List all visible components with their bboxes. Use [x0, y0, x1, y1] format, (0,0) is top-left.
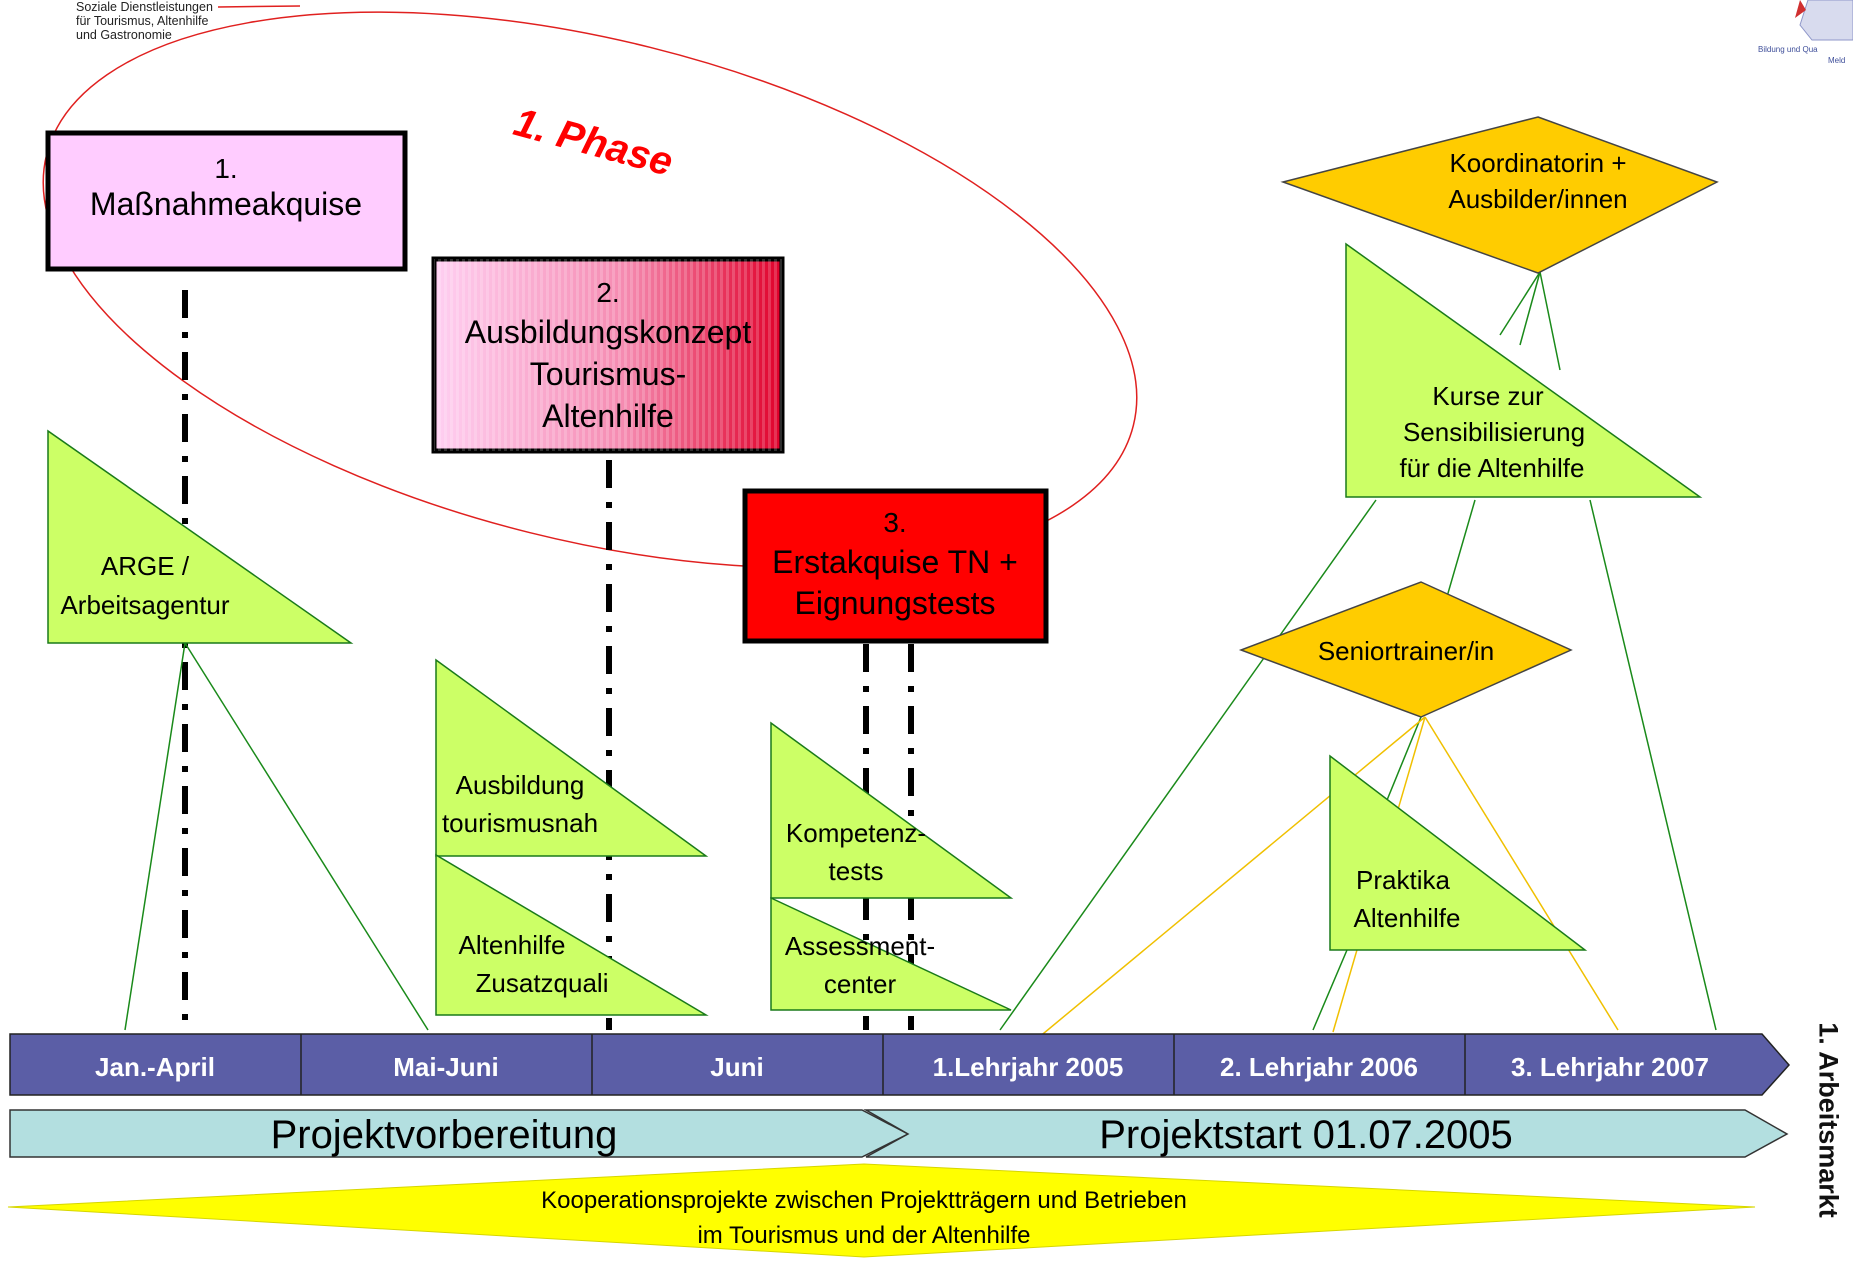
svg-text:Altenhilfe: Altenhilfe — [459, 930, 566, 960]
svg-text:Sensibilisierung: Sensibilisierung — [1403, 417, 1585, 447]
step-2-box: 2. Ausbildungskonzept Tourismus- Altenhi… — [431, 256, 785, 454]
svg-text:Ausbildung: Ausbildung — [456, 770, 585, 800]
yellow-connector-lines — [1031, 716, 1619, 1044]
timeline-bar: Jan.-April Mai-Juni Juni 1.Lehrjahr 2005… — [9, 1033, 1791, 1096]
svg-text:Ausbilder/innen: Ausbilder/innen — [1448, 184, 1627, 214]
step-2-line-1: Ausbildungskonzept — [465, 314, 752, 350]
org-line-1: Soziale Dienstleistungen — [76, 0, 213, 14]
svg-text:Seniortrainer/in: Seniortrainer/in — [1318, 636, 1494, 666]
logo-icon — [1795, 0, 1853, 41]
triangle-kompetenz: Kompetenz- tests — [770, 721, 1014, 899]
svg-text:ARGE /: ARGE / — [101, 551, 190, 581]
svg-text:für die Altenhilfe: für die Altenhilfe — [1399, 453, 1584, 483]
svg-text:tests: tests — [829, 856, 884, 886]
cooperation-banner: Kooperationsprojekte zwischen Projektträ… — [7, 1163, 1756, 1258]
diamond-koordinatorin: Koordinatorin + Ausbilder/innen — [1280, 116, 1719, 274]
org-connector-line — [217, 5, 301, 8]
svg-text:tourismusnah: tourismusnah — [442, 808, 598, 838]
logo-caption-2: Meld — [1828, 56, 1846, 65]
step-1-title: Maßnahmeakquise — [90, 186, 362, 222]
svg-text:Kurse zur: Kurse zur — [1432, 381, 1544, 411]
svg-text:Koordinatorin +: Koordinatorin + — [1449, 148, 1626, 178]
triangle-altenhilfe-zusatz: Altenhilfe Zusatzquali — [435, 853, 709, 1016]
logo-caption-1: Bildung und Qua — [1758, 45, 1818, 54]
triangle-kurse: Kurse zur Sensibilisierung für die Alten… — [1345, 242, 1703, 498]
triangle-ausbildung: Ausbildung tourismusnah — [435, 658, 709, 857]
step-2-line-2: Tourismus- — [530, 356, 686, 392]
green-connector-lines — [124, 271, 1717, 1031]
svg-text:Arbeitsagentur: Arbeitsagentur — [60, 590, 229, 620]
triangle-assessment: Assessment- center — [770, 896, 1012, 1011]
side-label-text: 1. Arbeitsmarkt — [1813, 1022, 1844, 1218]
timeline-segment-1: Jan.-April — [95, 1052, 215, 1082]
step-3-box: 3. Erstakquise TN + Eignungstests — [742, 488, 1049, 644]
phase-band-right: Projektstart 01.07.2005 — [863, 1109, 1789, 1158]
timeline-segment-6: 3. Lehrjahr 2007 — [1511, 1052, 1709, 1082]
org-line-2: für Tourismus, Altenhilfe — [76, 14, 209, 28]
step-1-box: 1. Maßnahmeakquise — [45, 130, 408, 272]
triangle-praktika: Praktika Altenhilfe — [1329, 754, 1588, 951]
step-3-number: 3. — [883, 507, 906, 538]
svg-text:Praktika: Praktika — [1356, 865, 1450, 895]
timeline-segment-3: Juni — [710, 1052, 763, 1082]
cooperation-line-2: im Tourismus und der Altenhilfe — [697, 1222, 1030, 1249]
timeline-segment-4: 1.Lehrjahr 2005 — [933, 1052, 1124, 1082]
phase-band-right-label: Projektstart 01.07.2005 — [1099, 1113, 1513, 1157]
svg-text:Kompetenz-: Kompetenz- — [786, 818, 926, 848]
svg-text:center: center — [824, 969, 897, 999]
svg-text:Altenhilfe: Altenhilfe — [1354, 903, 1461, 933]
svg-text:Zusatzquali: Zusatzquali — [476, 968, 609, 998]
phase-band-left-label: Projektvorbereitung — [271, 1113, 618, 1157]
timeline-segment-2: Mai-Juni — [393, 1052, 498, 1082]
org-line-3: und Gastronomie — [76, 28, 172, 42]
phase-label: 1. Phase — [509, 100, 677, 185]
phase-band-left: Projektvorbereitung — [9, 1109, 910, 1158]
triangle-arge: ARGE / Arbeitsagentur — [47, 429, 354, 644]
cooperation-line-1: Kooperationsprojekte zwischen Projektträ… — [541, 1187, 1187, 1214]
organization-name: Soziale Dienstleistungen für Tourismus, … — [76, 0, 213, 42]
step-3-line-2: Eignungstests — [794, 585, 995, 621]
svg-text:Assessment-: Assessment- — [785, 931, 935, 961]
step-1-number: 1. — [214, 153, 237, 184]
step-2-line-3: Altenhilfe — [542, 398, 674, 434]
step-3-line-1: Erstakquise TN + — [772, 544, 1018, 580]
diamond-seniortrainer: Seniortrainer/in — [1238, 581, 1573, 718]
step-2-number: 2. — [596, 277, 619, 308]
timeline-segment-5: 2. Lehrjahr 2006 — [1220, 1052, 1418, 1082]
